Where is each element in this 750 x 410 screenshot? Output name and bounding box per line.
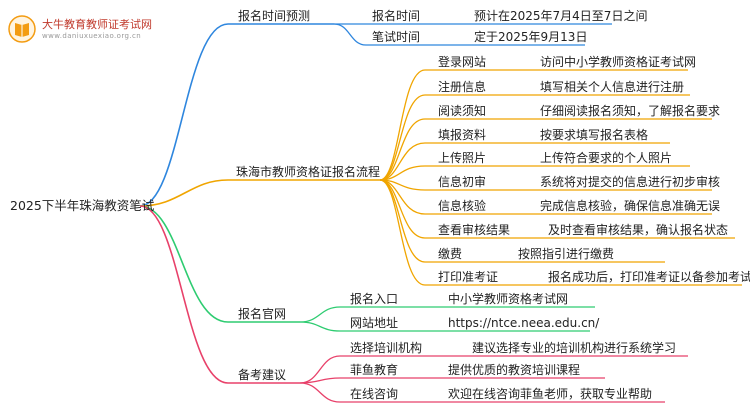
link-b2-c3 — [379, 118, 426, 181]
node-label: 报名时间 — [372, 9, 421, 23]
branch-registration-process: 珠海市教师资格证报名流程 — [236, 165, 381, 179]
node-label: 打印准考证 — [438, 270, 499, 284]
branch-study-advice: 备考建议 — [238, 368, 287, 382]
site-logo: 大牛教育教师证考试网 www.daniuxuexiao.org.cn — [8, 12, 168, 48]
node-value: 上传符合要求的个人照片 — [540, 151, 673, 165]
book-icon — [8, 15, 36, 43]
node-label: 查看审核结果 — [438, 223, 511, 237]
node-label: 阅读须知 — [438, 104, 487, 118]
node-label: 笔试时间 — [372, 30, 421, 44]
node-value: 填写相关个人信息进行注册 — [540, 80, 685, 94]
node-value: 定于2025年9月13日 — [474, 30, 588, 44]
branch-official-site: 报名官网 — [238, 307, 287, 321]
link-b4-c1 — [299, 355, 341, 384]
node-label: 网站地址 — [350, 316, 399, 330]
node-label: 缴费 — [438, 247, 463, 261]
logo-title: 大牛教育教师证考试网 — [42, 18, 152, 31]
node-value: 访问中小学教师资格证考试网 — [540, 55, 697, 69]
node-label: 信息核验 — [438, 199, 487, 213]
link-b4-c3 — [299, 382, 341, 403]
link-root-b1 — [139, 23, 229, 207]
node-label: 菲鱼教育 — [350, 363, 399, 377]
node-value: 欢迎在线咨询菲鱼老师，获取专业帮助 — [448, 387, 653, 401]
link-b3-c2 — [299, 321, 341, 332]
node-value: 仔细阅读报名须知，了解报名要求 — [540, 104, 721, 118]
link-b1-c2 — [333, 23, 367, 46]
node-label: 报名入口 — [350, 292, 399, 306]
branch-registration-time: 报名时间预测 — [238, 9, 311, 23]
link-root-b3 — [139, 205, 229, 323]
node-value: 及时查看审核结果，确认报名状态 — [548, 223, 729, 237]
node-value: 系统将对提交的信息进行初步审核 — [540, 175, 721, 189]
node-label: 信息初审 — [438, 175, 487, 189]
link-b3-c1 — [299, 306, 341, 323]
node-value: 预计在2025年7月4日至7日之间 — [474, 9, 648, 23]
node-label: 注册信息 — [438, 80, 487, 94]
node-value: 完成信息核验，确保信息准确无误 — [540, 199, 721, 213]
node-label: 上传照片 — [438, 151, 487, 165]
node-value: 报名成功后，打印准考证以备参加考试 — [548, 270, 750, 284]
node-label: 登录网站 — [438, 55, 487, 69]
link-b2-c2 — [379, 94, 426, 181]
node-label: 在线咨询 — [350, 387, 399, 401]
node-value: 提供优质的教资培训课程 — [448, 363, 581, 377]
link-b2-c1 — [379, 69, 426, 181]
link-b2-c9 — [379, 179, 426, 263]
node-value: 按要求填写报名表格 — [540, 128, 649, 142]
node-value: 按照指引进行缴费 — [518, 247, 615, 261]
node-value: 中小学教师资格考试网 — [448, 292, 569, 306]
node-label: 填报资料 — [438, 128, 487, 142]
link-root-b4 — [139, 205, 229, 384]
root-node: 2025下半年珠海教资笔试 — [10, 198, 155, 213]
node-label: 选择培训机构 — [350, 341, 423, 355]
link-root-b2 — [139, 179, 229, 207]
logo-subtitle: www.daniuxuexiao.org.cn — [42, 32, 142, 40]
node-value: 建议选择专业的培训机构进行系统学习 — [472, 341, 677, 355]
node-value: https://ntce.neea.edu.cn/ — [448, 316, 600, 330]
link-b2-c10 — [379, 179, 426, 286]
link-b4-c2 — [299, 377, 341, 384]
